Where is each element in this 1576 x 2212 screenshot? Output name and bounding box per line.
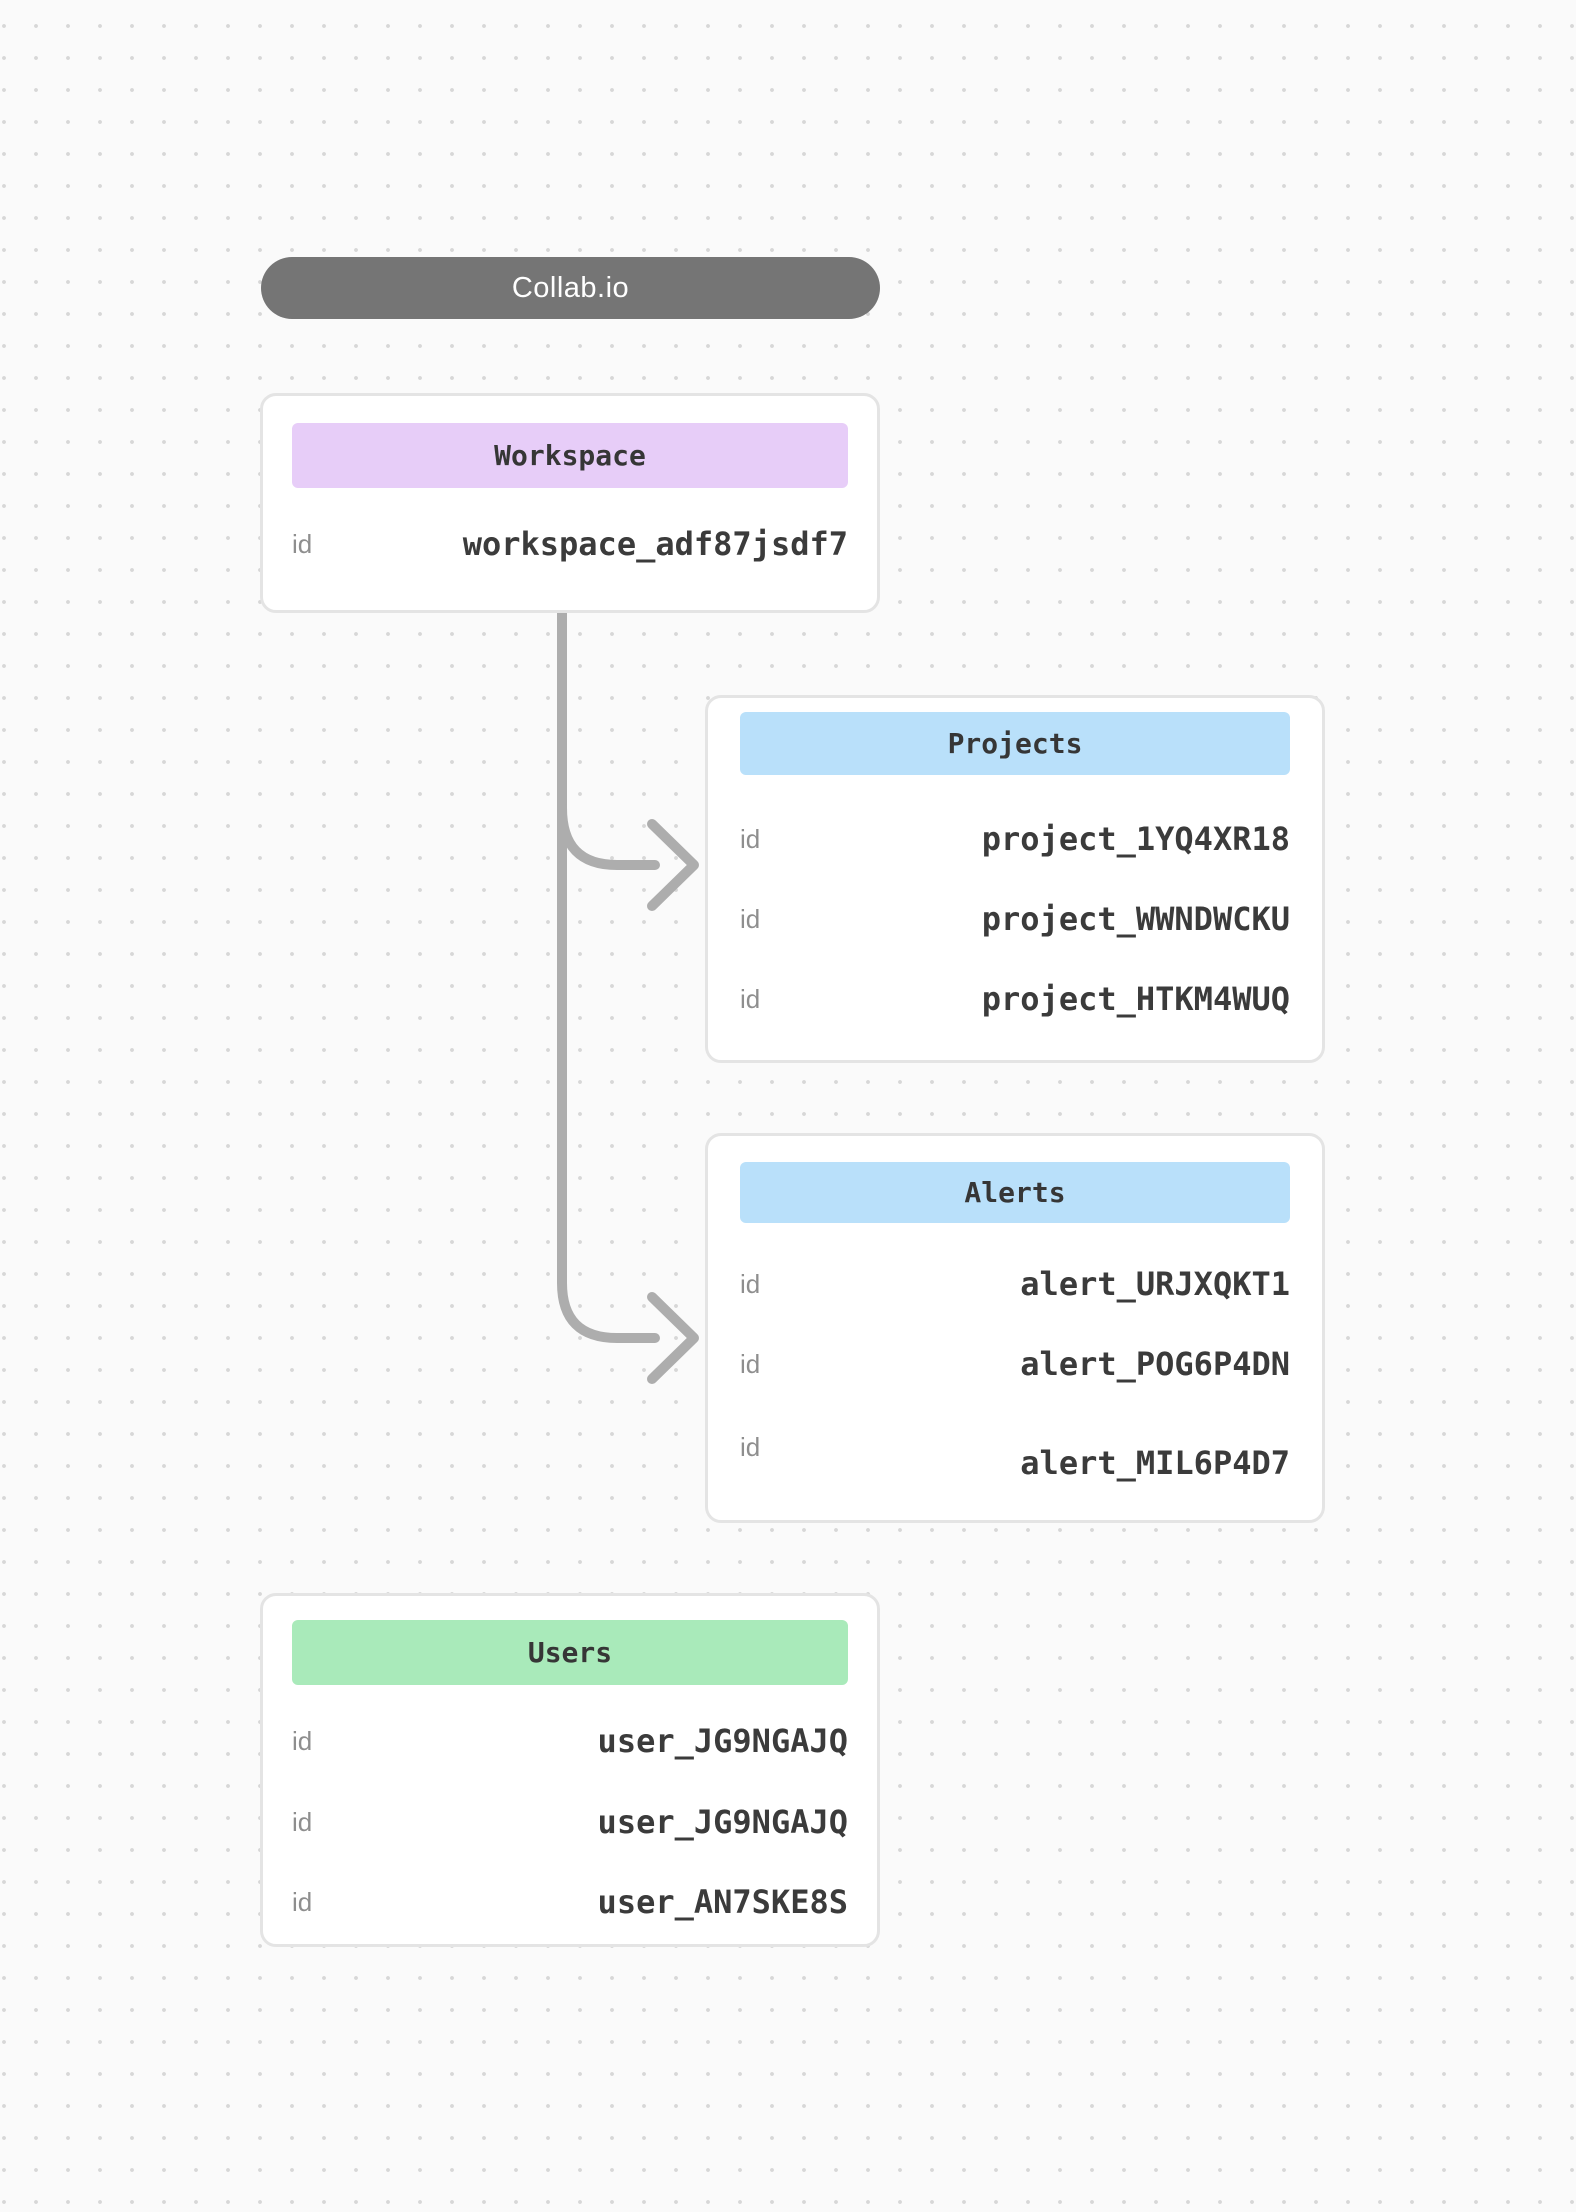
node-alerts[interactable]: Alerts id alert_URJXQKT1 id alert_POG6P4… (705, 1133, 1325, 1523)
row-value: alert_URJXQKT1 (1020, 1265, 1290, 1303)
app-title: Collab.io (511, 271, 630, 304)
node-workspace-header: Workspace (292, 423, 848, 488)
table-row: id user_JG9NGAJQ (292, 1718, 848, 1764)
edge-workspace-alerts-line (557, 603, 660, 1343)
table-row: id user_JG9NGAJQ (292, 1799, 848, 1845)
row-value: alert_POG6P4DN (1020, 1345, 1290, 1383)
row-value: workspace_adf87jsdf7 (462, 525, 848, 563)
table-row: id project_HTKM4WUQ (740, 976, 1290, 1022)
row-value: user_JG9NGAJQ (597, 1803, 848, 1841)
table-row: id alert_URJXQKT1 (740, 1261, 1290, 1307)
row-label: id (292, 529, 313, 559)
edge-workspace-alerts-arrowhead-icon (647, 1292, 699, 1384)
table-row: id alert_MIL6P4D7 (740, 1424, 1290, 1479)
node-workspace[interactable]: Workspace id workspace_adf87jsdf7 (260, 393, 880, 613)
node-projects-header: Projects (740, 712, 1290, 775)
row-label: id (292, 1726, 313, 1756)
row-value: user_AN7SKE8S (597, 1883, 848, 1921)
row-label: id (740, 904, 761, 934)
table-row: id project_1YQ4XR18 (740, 816, 1290, 862)
table-row: id project_WWNDWCKU (740, 896, 1290, 942)
table-row: id workspace_adf87jsdf7 (292, 521, 848, 567)
node-alerts-header: Alerts (740, 1162, 1290, 1223)
edge-workspace-projects-arrowhead-icon (647, 819, 699, 911)
node-users[interactable]: Users id user_JG9NGAJQ id user_JG9NGAJQ … (260, 1593, 880, 1947)
row-value: project_1YQ4XR18 (981, 820, 1290, 858)
row-label: id (292, 1807, 313, 1837)
row-label: id (740, 984, 761, 1014)
node-users-header: Users (292, 1620, 848, 1685)
row-value: project_WWNDWCKU (981, 900, 1290, 938)
row-label: id (740, 1349, 761, 1379)
row-label: id (740, 1432, 761, 1462)
row-value: project_HTKM4WUQ (981, 980, 1290, 1018)
row-label: id (740, 824, 761, 854)
row-label: id (740, 1269, 761, 1299)
row-label: id (292, 1887, 313, 1917)
row-value: user_JG9NGAJQ (597, 1722, 848, 1760)
table-row: id alert_POG6P4DN (740, 1341, 1290, 1387)
row-value: alert_MIL6P4D7 (1020, 1444, 1290, 1482)
edge-workspace-projects-line (557, 803, 660, 870)
app-title-pill[interactable]: Collab.io (261, 257, 880, 319)
node-projects[interactable]: Projects id project_1YQ4XR18 id project_… (705, 695, 1325, 1063)
table-row: id user_AN7SKE8S (292, 1879, 848, 1925)
